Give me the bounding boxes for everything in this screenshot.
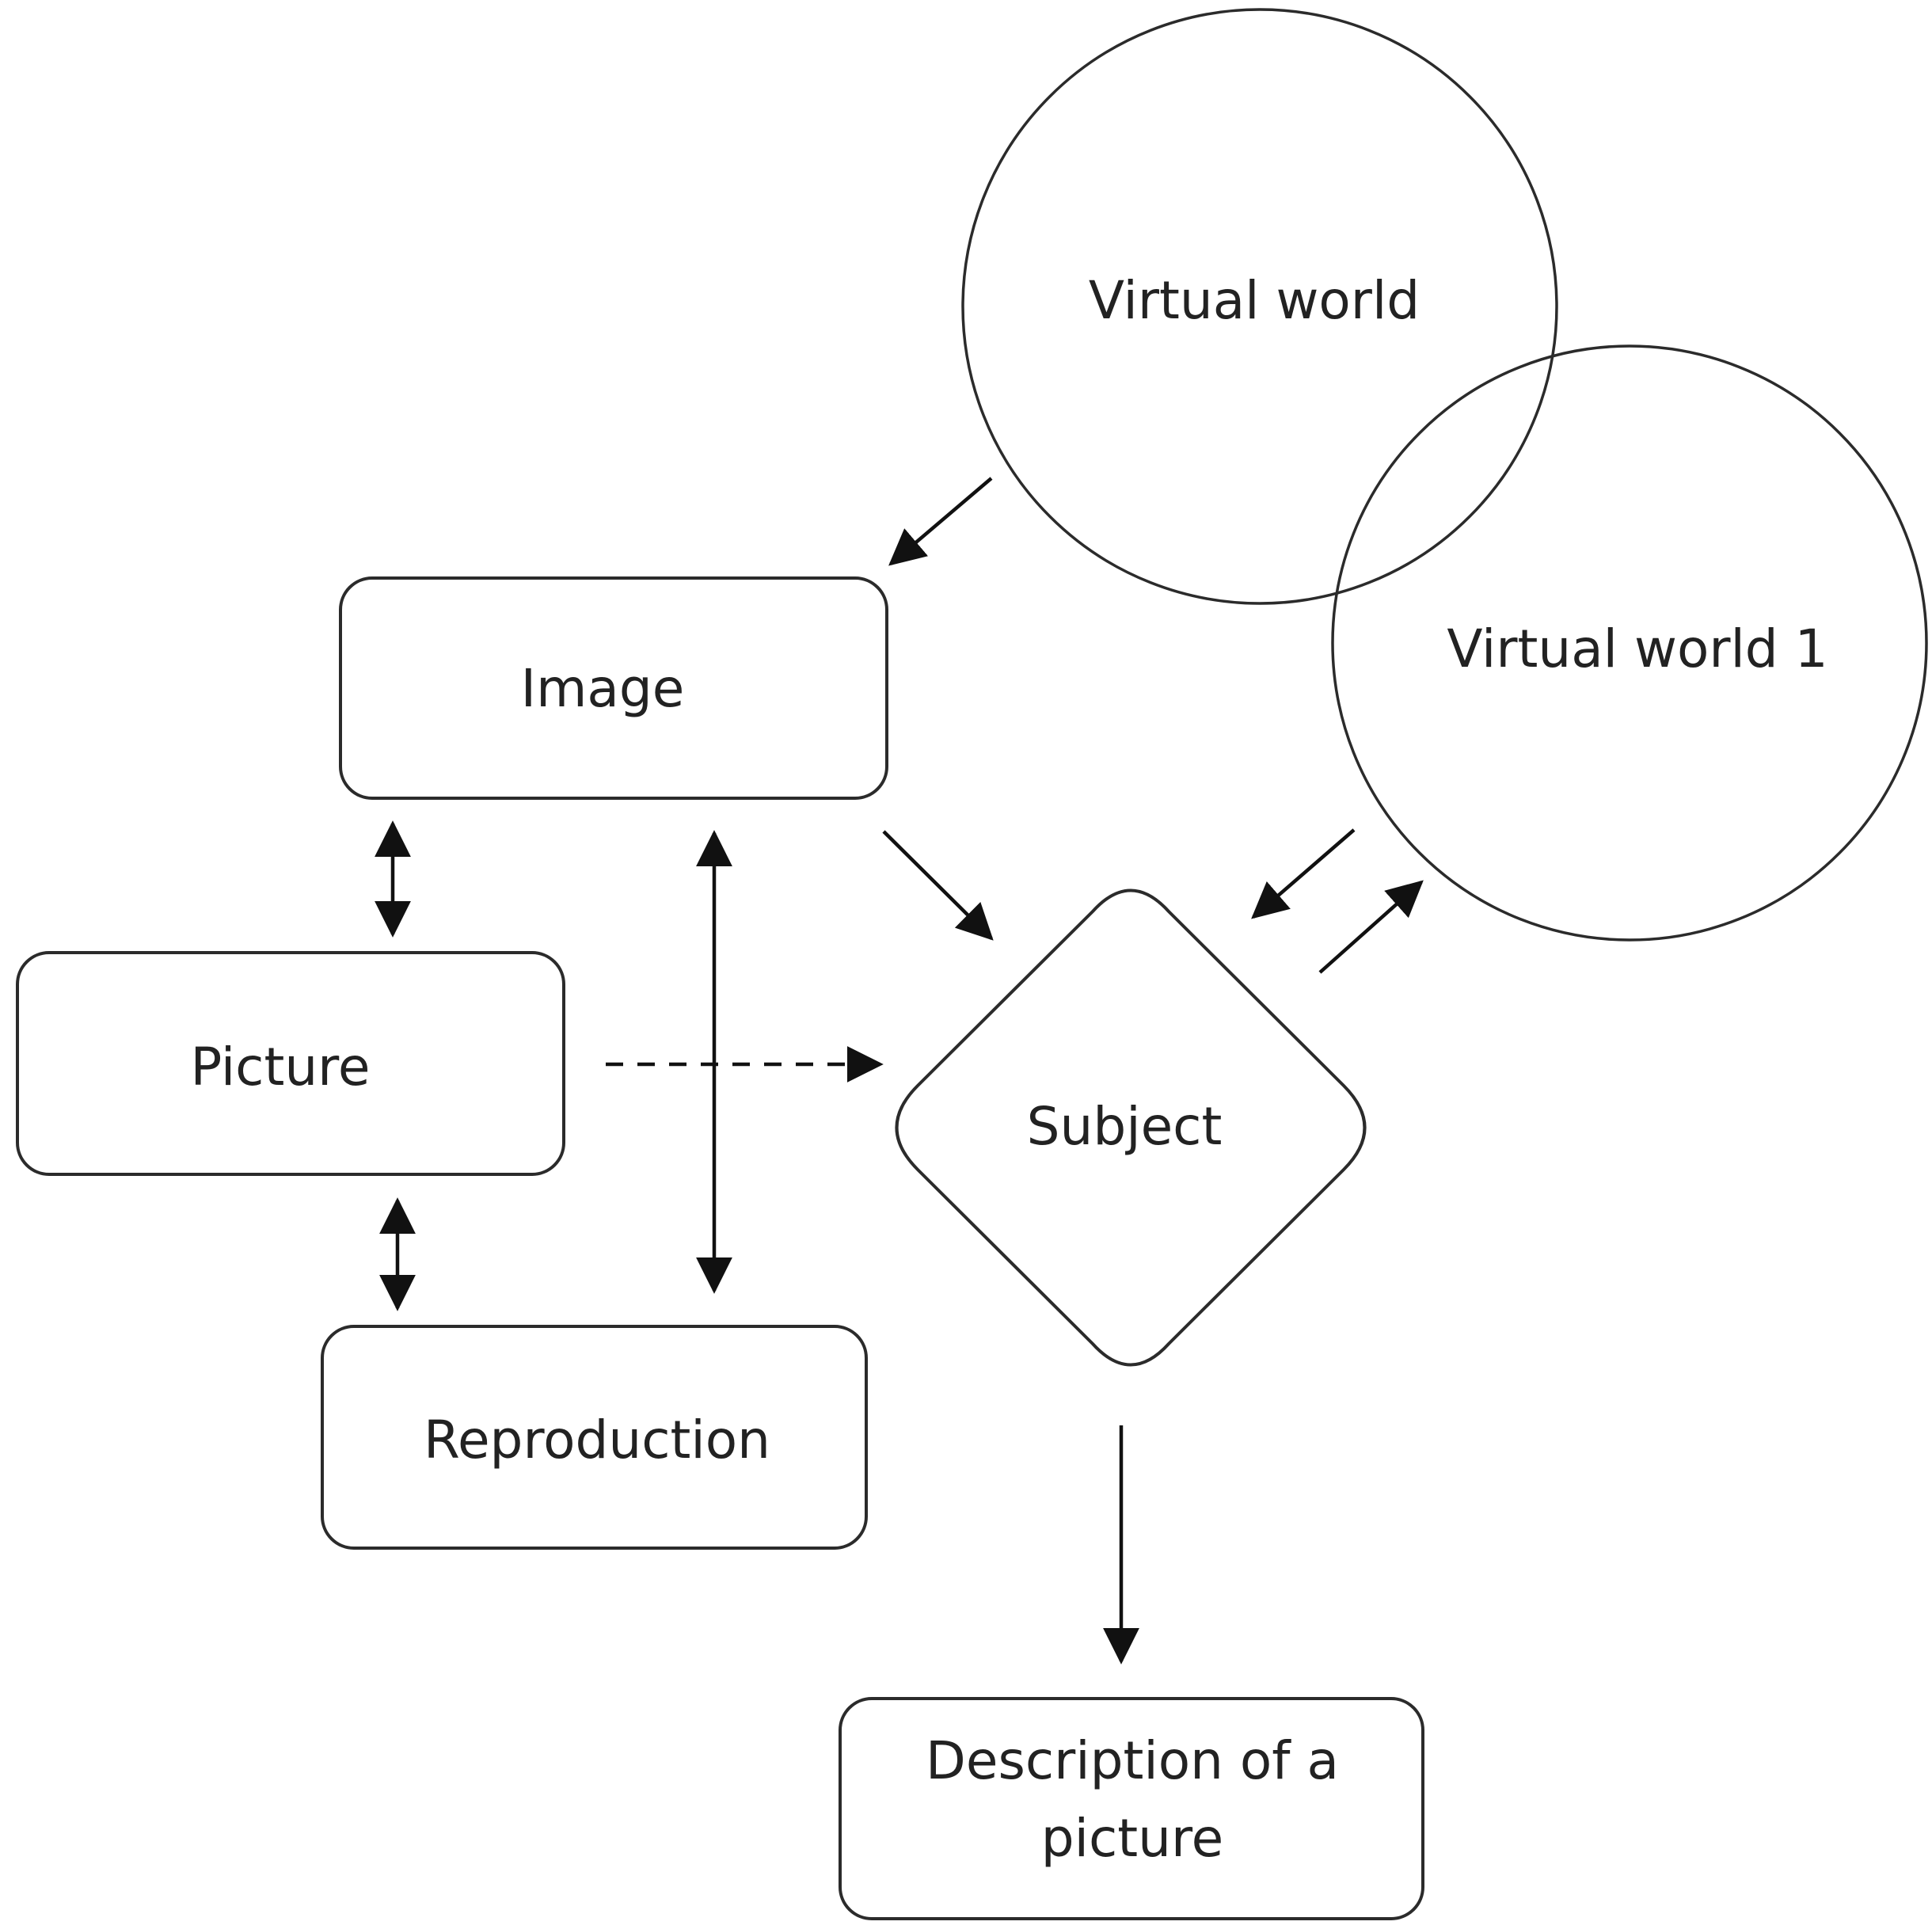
reproduction-box bbox=[321, 1325, 868, 1550]
description-box bbox=[839, 1697, 1424, 1920]
subject-label: Subject bbox=[1027, 1096, 1223, 1157]
arrow-subject-to-virtual-world-1 bbox=[1318, 880, 1424, 974]
image-label: Image bbox=[521, 658, 685, 719]
arrow-virtual-world-to-image bbox=[888, 477, 993, 566]
description-label-line1: Description of a bbox=[926, 1730, 1339, 1791]
picture-label: Picture bbox=[191, 1037, 371, 1098]
subject-diamond bbox=[895, 888, 1367, 1367]
arrow-virtual-world-1-to-subject bbox=[1251, 828, 1356, 919]
image-box bbox=[339, 576, 888, 800]
picture-box bbox=[16, 951, 565, 1176]
arrow-image-to-subject bbox=[882, 830, 994, 941]
virtual-world-circle bbox=[961, 8, 1558, 605]
virtual-world-label: Virtual world bbox=[1089, 270, 1420, 331]
reproduction-label: Reproduction bbox=[424, 1410, 770, 1471]
virtual-world-1-label: Virtual world 1 bbox=[1447, 618, 1827, 679]
virtual-world-1-circle bbox=[1331, 344, 1928, 942]
description-label-line2: picture bbox=[1041, 1808, 1224, 1869]
